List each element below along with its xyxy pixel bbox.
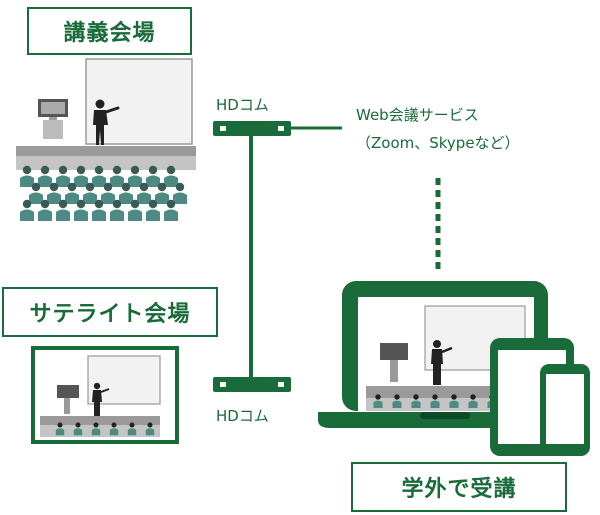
audience-head xyxy=(432,394,438,400)
audience-body xyxy=(47,192,61,204)
remote-study-label: 学外で受講 xyxy=(351,462,567,512)
audience-head xyxy=(470,394,476,400)
lecture-hall-audience xyxy=(20,165,187,221)
audience-head xyxy=(111,422,117,428)
audience-body xyxy=(20,209,34,221)
network-lines xyxy=(249,126,441,377)
audience-body xyxy=(392,400,402,409)
audience-body xyxy=(109,428,119,436)
audience-head xyxy=(166,199,176,209)
audience-body xyxy=(74,175,88,187)
audience-head xyxy=(85,182,95,192)
audience-body xyxy=(164,175,178,187)
audience-head xyxy=(451,394,457,400)
audience-body xyxy=(128,175,142,187)
audience-body xyxy=(56,209,70,221)
audience-body xyxy=(449,400,459,409)
audience-head xyxy=(94,199,104,209)
hd-com-label-bottom: HDコム xyxy=(216,407,269,425)
audience-body xyxy=(92,209,106,221)
audience-head xyxy=(157,182,167,192)
audience-body xyxy=(411,400,421,409)
hd-com-label-top: HDコム xyxy=(216,96,269,114)
audience-head xyxy=(31,182,41,192)
audience-head xyxy=(130,165,140,175)
satellite-hall-scene xyxy=(31,346,179,444)
audience-body xyxy=(155,192,169,204)
audience-head xyxy=(75,422,81,428)
audience-head xyxy=(103,182,113,192)
audience-head xyxy=(76,165,86,175)
audience-head xyxy=(148,165,158,175)
audience-body xyxy=(119,192,133,204)
audience-head xyxy=(67,182,77,192)
audience-head xyxy=(76,199,86,209)
audience-body xyxy=(92,175,106,187)
audience-body xyxy=(173,192,187,204)
audience-head xyxy=(49,182,59,192)
audience-body xyxy=(29,192,43,204)
audience-head xyxy=(40,165,50,175)
audience-body xyxy=(145,428,155,436)
audience-head xyxy=(22,199,32,209)
audience-head xyxy=(58,165,68,175)
audience-head xyxy=(375,394,381,400)
lecture-hall-scene xyxy=(16,58,196,170)
audience-body xyxy=(38,209,52,221)
audience-body xyxy=(83,192,97,204)
audience-head xyxy=(147,422,153,428)
audience-body xyxy=(127,428,137,436)
audience-head xyxy=(166,165,176,175)
audience-head xyxy=(121,182,131,192)
audience-head xyxy=(139,182,149,192)
audience-body xyxy=(128,209,142,221)
audience-head xyxy=(40,199,50,209)
audience-body xyxy=(74,209,88,221)
audience-body xyxy=(164,209,178,221)
audience-head xyxy=(57,422,63,428)
audience-head xyxy=(94,165,104,175)
satellite-hall-audience xyxy=(55,422,155,436)
audience-body xyxy=(146,209,160,221)
audience-body xyxy=(73,428,83,436)
audience-body xyxy=(110,175,124,187)
audience-head xyxy=(130,199,140,209)
audience-body xyxy=(101,192,115,204)
audience-head xyxy=(112,165,122,175)
audience-head xyxy=(58,199,68,209)
audience-body xyxy=(146,175,160,187)
audience-body xyxy=(56,175,70,187)
audience-body xyxy=(91,428,101,436)
audience-body xyxy=(20,175,34,187)
audience-head xyxy=(175,182,185,192)
satellite-hall-label: サテライト会場 xyxy=(2,287,218,337)
audience-body xyxy=(430,400,440,409)
audience-body xyxy=(110,209,124,221)
web-conference-service-label: Web会議サービス xyxy=(356,106,479,124)
hd-com-device-top xyxy=(213,121,291,136)
audience-head xyxy=(112,199,122,209)
audience-head xyxy=(22,165,32,175)
audience-head xyxy=(93,422,99,428)
lecture-hall-label: 講義会場 xyxy=(27,7,192,55)
audience-head xyxy=(148,199,158,209)
audience-head xyxy=(129,422,135,428)
audience-body xyxy=(468,400,478,409)
audience-body xyxy=(38,175,52,187)
audience-body xyxy=(137,192,151,204)
web-conference-examples-label: （Zoom、Skypeなど） xyxy=(356,134,520,152)
audience-head xyxy=(413,394,419,400)
audience-body xyxy=(65,192,79,204)
audience-body xyxy=(373,400,383,409)
hd-com-device-bottom xyxy=(213,377,291,392)
audience-body xyxy=(55,428,65,436)
audience-head xyxy=(394,394,400,400)
smartphone-illustration xyxy=(540,364,590,456)
